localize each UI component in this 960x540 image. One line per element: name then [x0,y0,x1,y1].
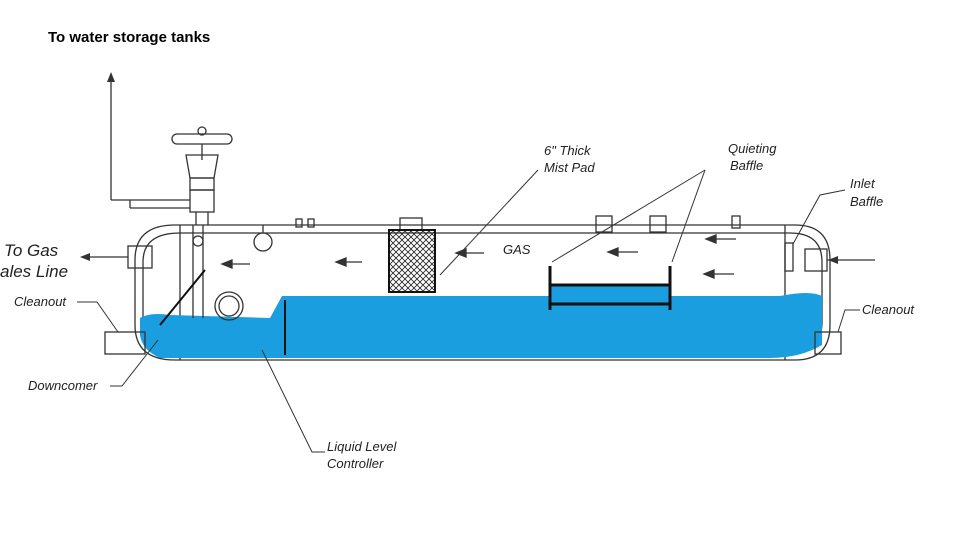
label-downcomer: Downcomer [28,378,98,393]
gas-outlet-nozzle [127,245,153,269]
downcomer [159,225,206,326]
control-valve [171,126,233,225]
leader-lines [77,169,860,453]
gas-flow-arrows [220,234,736,279]
cleanout-left-nozzle [104,331,146,355]
label-mist-pad-thick: 6" Thick [544,143,592,158]
water-level [140,285,822,358]
label-cleanout-left: Cleanout [14,294,67,309]
label-sales-line: ales Line [0,262,68,281]
label-quieting-baffle: Baffle [730,158,763,173]
label-cleanout-right: Cleanout [862,302,915,317]
water-outlet-pipe [107,72,190,209]
label-quieting: Quieting [728,141,777,156]
inlet-nozzle [804,248,828,272]
label-controller: Controller [327,456,384,471]
quieting-baffle [548,266,672,310]
diagram-title: To water storage tanks [48,29,211,46]
label-to-gas: To Gas [4,241,59,260]
label-inlet: Inlet [850,176,876,191]
label-gas: GAS [503,242,531,257]
liquid-level-float [214,291,244,321]
inlet-baffle [784,242,794,272]
label-liquid-level: Liquid Level [327,439,397,454]
label-inlet-baffle: Baffle [850,194,883,209]
label-mist-pad: Mist Pad [544,160,595,175]
mist-pad [388,229,436,293]
cleanout-right-nozzle [814,331,842,355]
